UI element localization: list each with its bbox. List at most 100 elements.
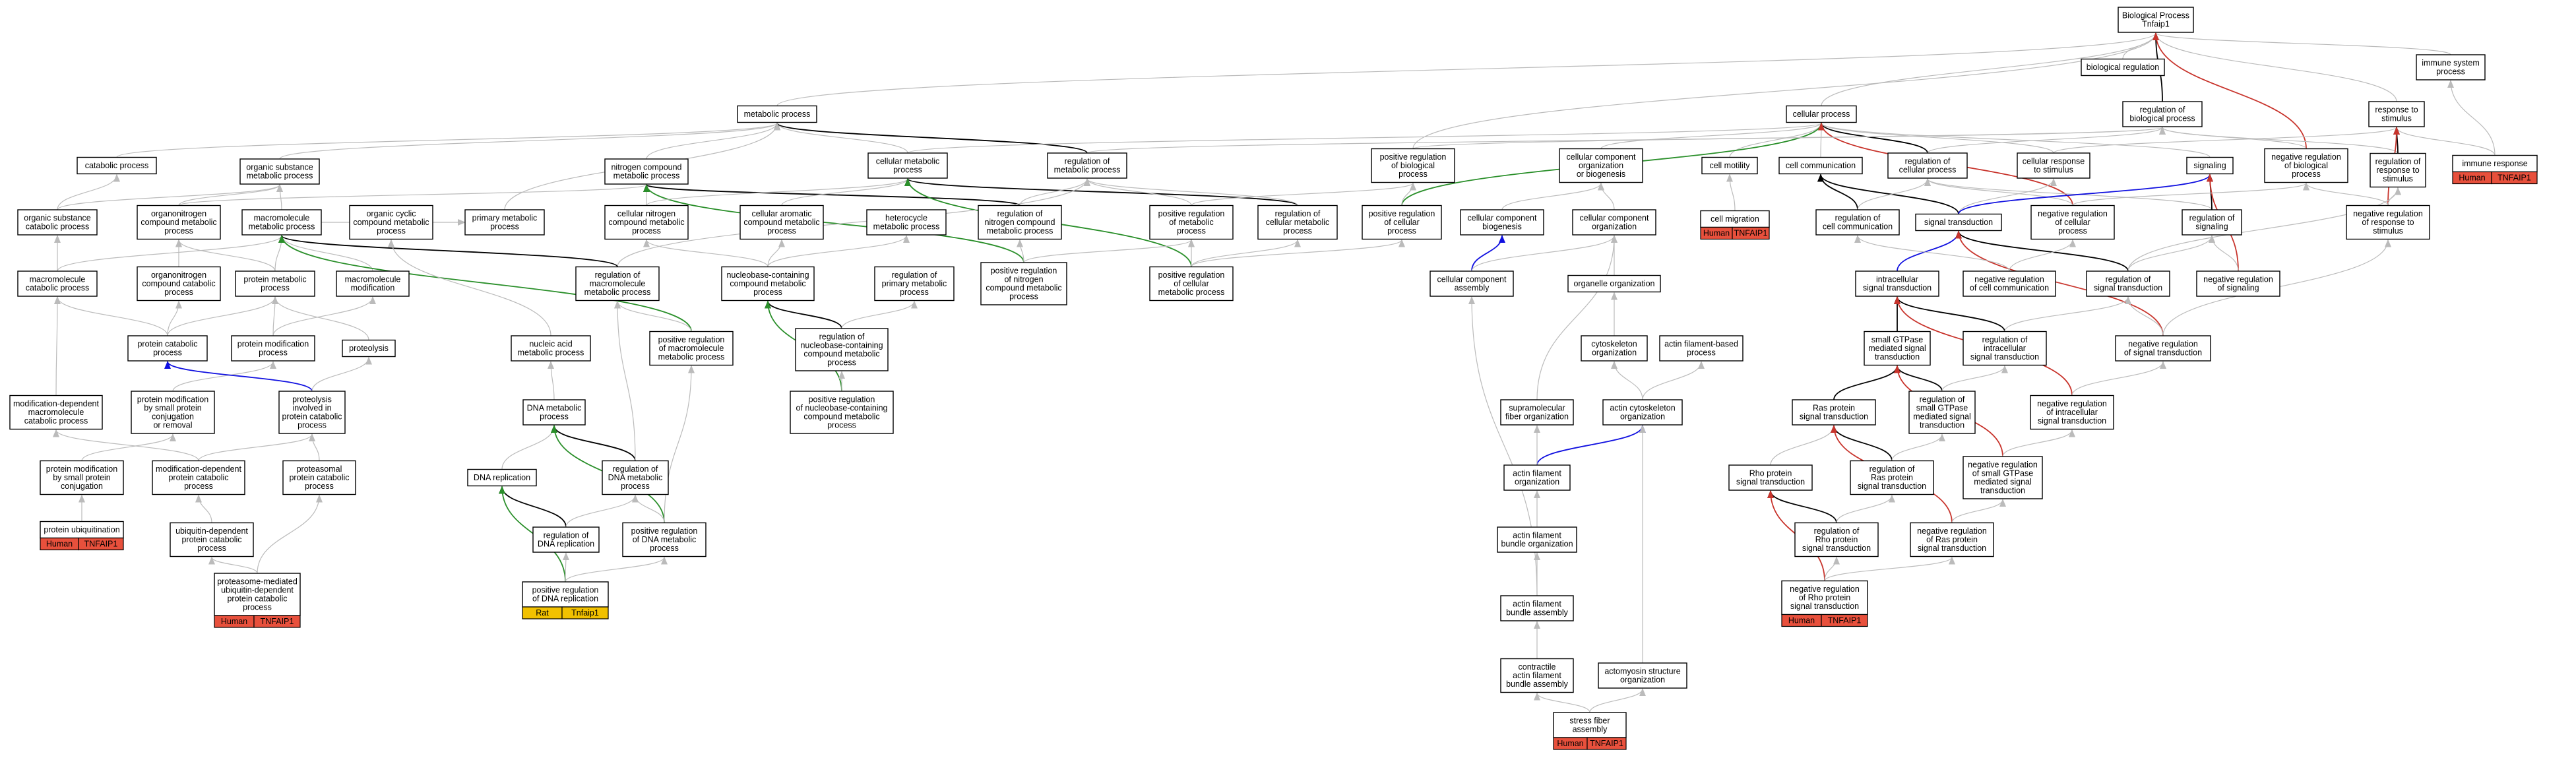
go-term-catabolic-process[interactable]: catabolic process [77,156,157,175]
go-term-metabolic-process[interactable]: metabolic process [737,105,817,123]
go-term-modification-dependent-macromolecule-catabolic-process[interactable]: modification-dependentmacromoleculecatab… [9,395,103,430]
go-term-immune-response[interactable]: immune response [2452,154,2538,173]
go-term-cellular-process[interactable]: cellular process [1786,105,1857,123]
go-term-cell-communication[interactable]: cell communication [1778,156,1863,175]
go-term-dna-replication[interactable]: DNA replication [467,468,537,487]
go-term-regulation-of-nucleobase-containing-compound-metabolic-process[interactable]: regulation ofnucleobase-containingcompou… [795,328,889,371]
go-term-proteasome-mediated-ubiquitin-dependent-protein-catabolic-process[interactable]: proteasome-mediatedubiquitin-dependentpr… [214,573,301,628]
go-term-biological-regulation[interactable]: biological regulation [2081,58,2165,77]
go-term-signal-transduction[interactable]: signal transduction [1915,213,2002,232]
go-term-proteolysis[interactable]: proteolysis [342,339,396,358]
go-term-cell-motility[interactable]: cell motility [1701,156,1758,175]
go-term-organelle-organization[interactable]: organelle organization [1567,274,1661,293]
go-term-signaling[interactable]: signaling [2186,156,2234,175]
